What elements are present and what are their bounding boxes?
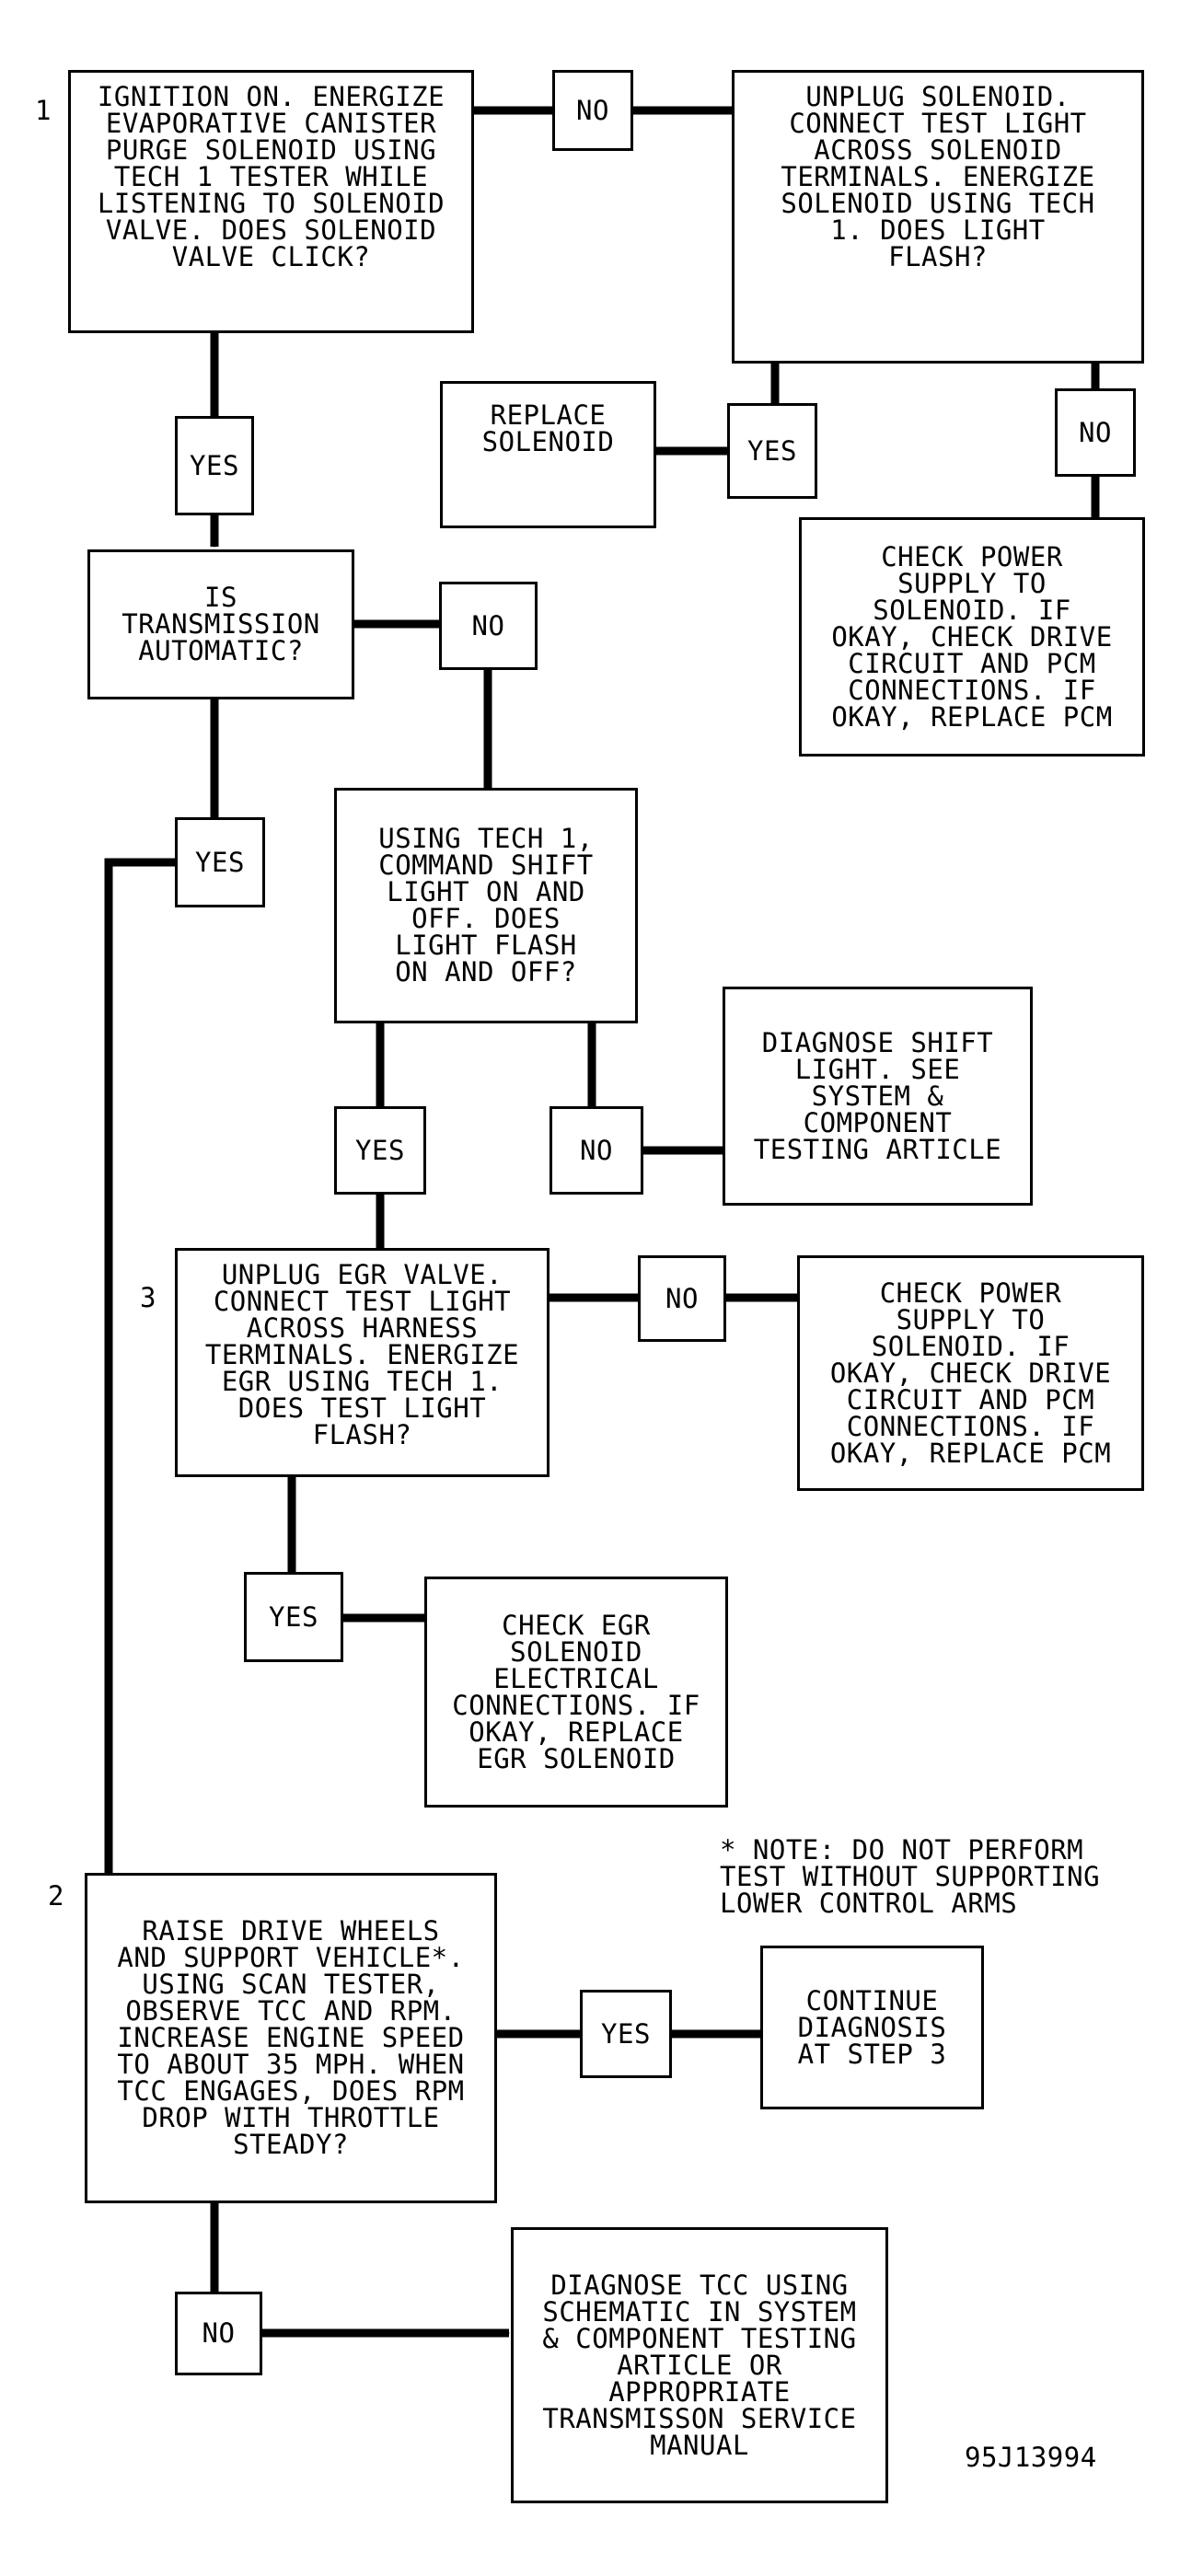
no-node-ignition: NO — [552, 70, 633, 151]
step-number-2: 2 — [48, 1880, 64, 1912]
continue-diagnosis-box: CONTINUE DIAGNOSIS AT STEP 3 — [760, 1946, 984, 2109]
yes-node-light: YES — [727, 403, 817, 499]
step-number-1: 1 — [35, 95, 52, 126]
no-node-light: NO — [1055, 388, 1136, 477]
step-number-3: 3 — [140, 1282, 156, 1313]
support-note: * NOTE: DO NOT PERFORM TEST WITHOUT SUPP… — [720, 1834, 1101, 1919]
egr-valve-check-box: UNPLUG EGR VALVE. CONNECT TEST LIGHT ACR… — [175, 1248, 550, 1477]
transmission-check-box: IS TRANSMISSION AUTOMATIC? — [87, 549, 354, 699]
no-node-shift: NO — [550, 1106, 643, 1195]
no-node-transmission: NO — [439, 582, 538, 670]
no-node-tcc: NO — [175, 2292, 262, 2375]
figure-id: 95J13994 — [965, 2442, 1097, 2473]
no-node-egr: NO — [638, 1255, 726, 1342]
yes-node-egr: YES — [244, 1572, 343, 1662]
yes-node-ignition: YES — [175, 416, 254, 515]
raise-drive-wheels-box: RAISE DRIVE WHEELS AND SUPPORT VEHICLE*.… — [85, 1873, 497, 2203]
check-power-supply-box-2: CHECK POWER SUPPLY TO SOLENOID. IF OKAY,… — [797, 1255, 1144, 1491]
check-power-supply-box-1: CHECK POWER SUPPLY TO SOLENOID. IF OKAY,… — [799, 517, 1145, 757]
shift-light-check-box: USING TECH 1, COMMAND SHIFT LIGHT ON AND… — [334, 788, 638, 1023]
ignition-check-box: IGNITION ON. ENERGIZE EVAPORATIVE CANIST… — [68, 70, 474, 333]
yes-node-transmission: YES — [175, 817, 265, 907]
yes-node-shift: YES — [334, 1106, 426, 1195]
replace-solenoid-box: REPLACE SOLENOID — [440, 381, 656, 528]
diagnose-shift-light-box: DIAGNOSE SHIFT LIGHT. SEE SYSTEM & COMPO… — [723, 987, 1033, 1206]
diagnose-tcc-box: DIAGNOSE TCC USING SCHEMATIC IN SYSTEM &… — [511, 2227, 888, 2503]
arrow-yes-to-raise — [104, 858, 175, 1874]
unplug-solenoid-box: UNPLUG SOLENOID. CONNECT TEST LIGHT ACRO… — [732, 70, 1144, 364]
check-egr-solenoid-box: CHECK EGR SOLENOID ELECTRICAL CONNECTION… — [424, 1577, 728, 1808]
yes-node-tcc: YES — [580, 1990, 672, 2078]
